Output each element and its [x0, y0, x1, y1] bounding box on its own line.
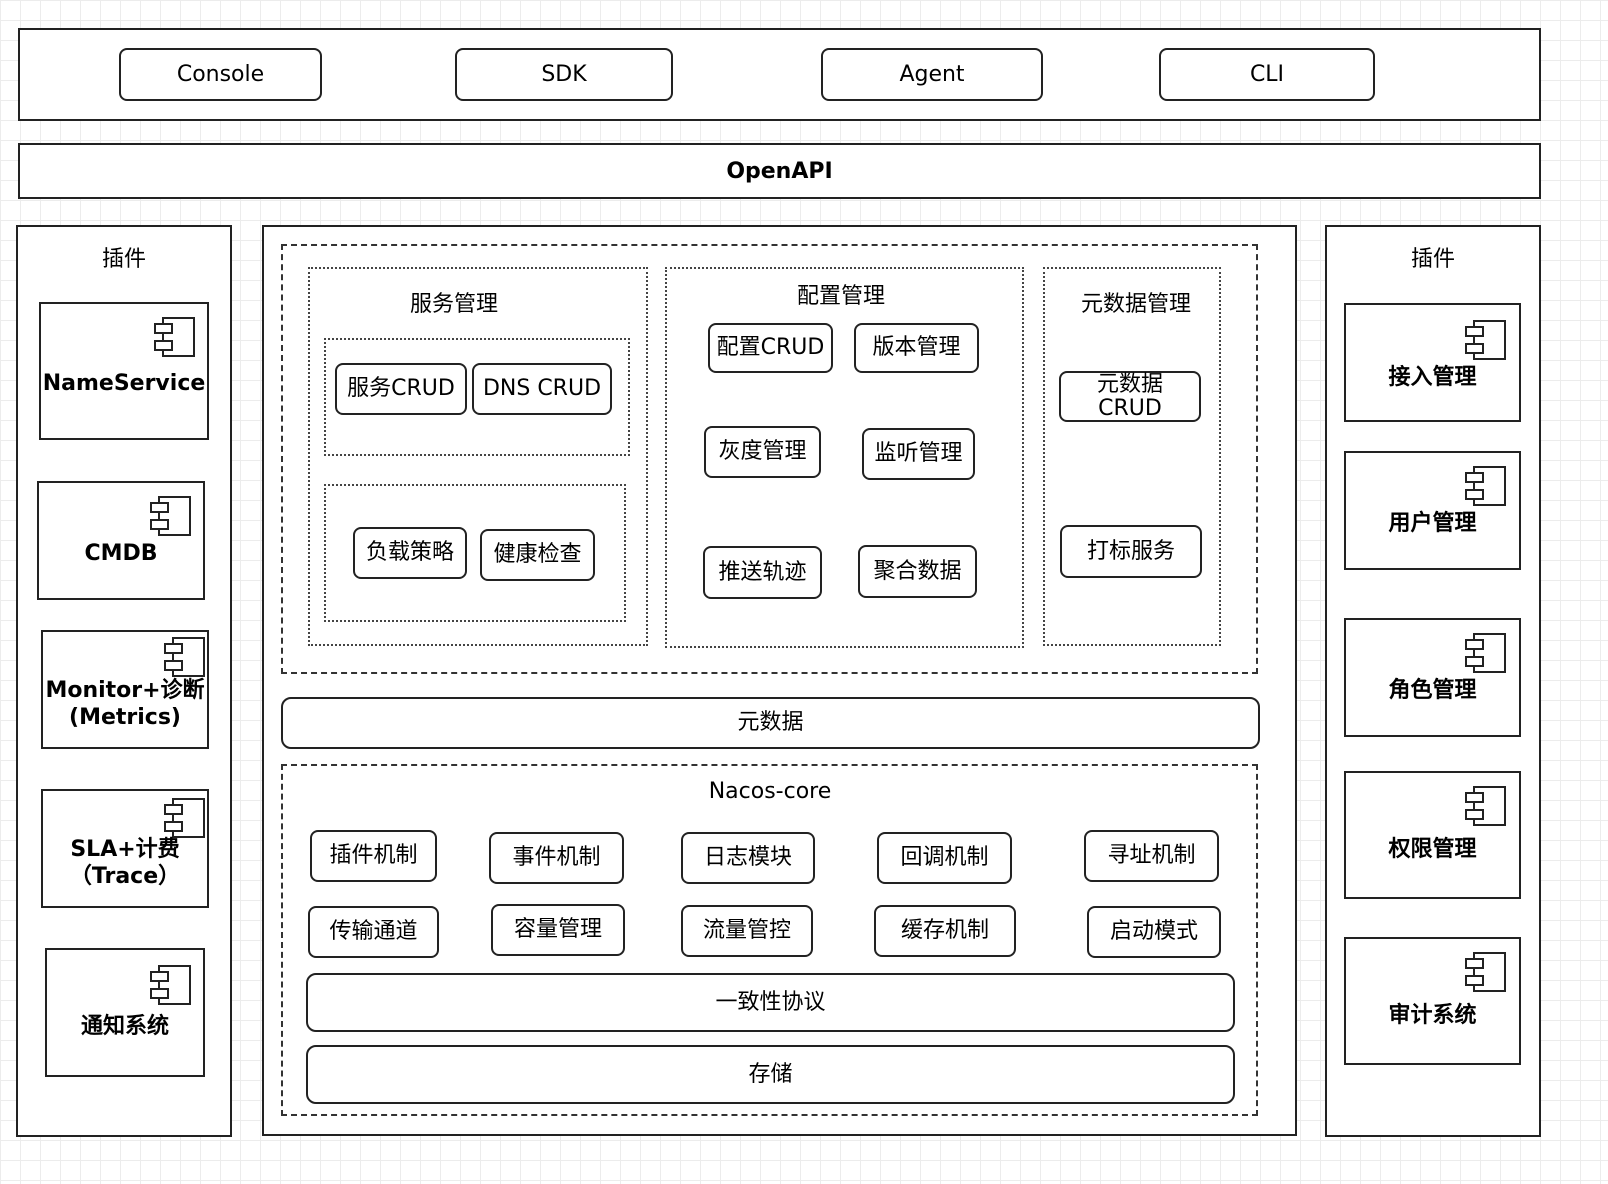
plugin-label: 接入管理 [1346, 365, 1519, 392]
dns-crud-box: DNS CRUD [472, 363, 612, 415]
plugin-label-line: CMDB [84, 541, 158, 566]
listen-mgmt-box: 监听管理 [862, 428, 975, 480]
cache-mechanism-box: 缓存机制 [874, 905, 1016, 957]
management-area [281, 244, 1258, 674]
service-mgmt-title: 服务管理 [409, 292, 498, 317]
plugin-label: 角色管理 [1346, 678, 1519, 705]
plugin-label: SLA+计费 （Trace） [43, 837, 207, 891]
config-mgmt-title: 配置管理 [796, 284, 885, 309]
plugin-label-line: Monitor+诊断 [45, 678, 205, 703]
plugin-label: 权限管理 [1346, 837, 1519, 864]
plugin-label-line: (Metrics) [69, 704, 181, 730]
plugin-label-line: 通知系统 [80, 1014, 169, 1039]
plugin-monitor: Monitor+诊断 (Metrics) [41, 630, 209, 749]
component-icon [1465, 320, 1506, 360]
consistency-protocol-bar: 一致性协议 [306, 973, 1235, 1032]
startup-mode-box: 启动模式 [1087, 906, 1221, 958]
transport-channel-box: 传输通道 [308, 906, 439, 958]
callback-mechanism-box: 回调机制 [877, 832, 1012, 884]
log-module-box: 日志模块 [681, 832, 815, 884]
service-mgmt-group [308, 267, 648, 646]
plugin-label-line: 权限管理 [1388, 837, 1477, 862]
component-icon [150, 965, 191, 1005]
plugin-audit-system: 审计系统 [1344, 937, 1521, 1065]
plugin-access-mgmt: 接入管理 [1344, 303, 1521, 422]
component-icon [1465, 952, 1506, 992]
load-balance-box: 负载策略 [353, 527, 467, 579]
component-icon [1465, 633, 1506, 673]
plugin-label-line: NameService [42, 371, 206, 396]
agent-client: Agent [821, 48, 1043, 101]
health-check-box: 健康检查 [480, 529, 595, 581]
plugin-notification: 通知系统 [45, 948, 205, 1077]
service-crud-group [324, 338, 630, 456]
metadata-bar: 元数据 [281, 697, 1260, 749]
metadata-crud-box: 元数据 CRUD [1059, 371, 1201, 422]
metadata-crud-line: 元数据 [1096, 372, 1163, 398]
plugin-label-line: 接入管理 [1388, 365, 1477, 390]
gray-release-box: 灰度管理 [704, 426, 821, 478]
plugin-cmdb: CMDB [37, 481, 205, 600]
console-client: Console [119, 48, 322, 101]
nacos-core-area [281, 764, 1258, 1116]
left-plugin-title: 插件 [101, 247, 146, 272]
plugin-label: Monitor+诊断 (Metrics) [43, 678, 207, 732]
component-icon [164, 637, 205, 677]
plugin-label-line: 角色管理 [1388, 678, 1477, 703]
plugin-label: 审计系统 [1346, 1003, 1519, 1030]
nacos-core-title: Nacos-core [708, 778, 832, 804]
metadata-crud-line: CRUD [1098, 395, 1162, 421]
traffic-control-box: 流量管控 [681, 905, 813, 957]
plugin-sla: SLA+计费 （Trace） [41, 789, 209, 908]
tag-service-box: 打标服务 [1060, 525, 1202, 578]
plugin-user-mgmt: 用户管理 [1344, 451, 1521, 570]
storage-bar: 存储 [306, 1045, 1235, 1104]
version-mgmt-box: 版本管理 [854, 323, 979, 373]
plugin-label: CMDB [39, 541, 203, 568]
plugin-label-line: （Trace） [69, 863, 181, 889]
component-icon [1465, 466, 1506, 506]
plugin-nameservice: NameService [39, 302, 209, 440]
plugin-role-mgmt: 角色管理 [1344, 618, 1521, 737]
service-crud-box: 服务CRUD [335, 363, 467, 415]
push-trace-box: 推送轨迹 [703, 546, 822, 599]
plugin-label-line: SLA+计费 [70, 837, 180, 862]
config-mgmt-group [665, 267, 1024, 648]
capacity-mgmt-box: 容量管理 [491, 904, 625, 956]
component-icon [150, 496, 191, 536]
addressing-mechanism-box: 寻址机制 [1084, 830, 1219, 882]
service-lb-group [324, 484, 626, 622]
openapi-layer: OpenAPI [18, 143, 1541, 199]
metadata-mgmt-title: 元数据管理 [1080, 292, 1191, 317]
component-icon [1465, 786, 1506, 826]
cli-client: CLI [1159, 48, 1375, 101]
metadata-mgmt-group [1043, 267, 1221, 646]
right-plugin-title: 插件 [1410, 247, 1455, 272]
plugin-label-line: 用户管理 [1388, 511, 1477, 536]
event-mechanism-box: 事件机制 [489, 832, 624, 884]
plugin-mechanism-box: 插件机制 [310, 830, 437, 882]
component-icon [164, 798, 205, 838]
config-crud-box: 配置CRUD [708, 323, 833, 373]
plugin-permission-mgmt: 权限管理 [1344, 771, 1521, 899]
sdk-client: SDK [455, 48, 673, 101]
plugin-label: 通知系统 [47, 1014, 203, 1041]
component-icon [154, 317, 195, 357]
plugin-label: 用户管理 [1346, 511, 1519, 538]
plugin-label-line: 审计系统 [1388, 1003, 1477, 1028]
aggregate-data-box: 聚合数据 [858, 545, 977, 598]
plugin-label: NameService [41, 371, 207, 398]
